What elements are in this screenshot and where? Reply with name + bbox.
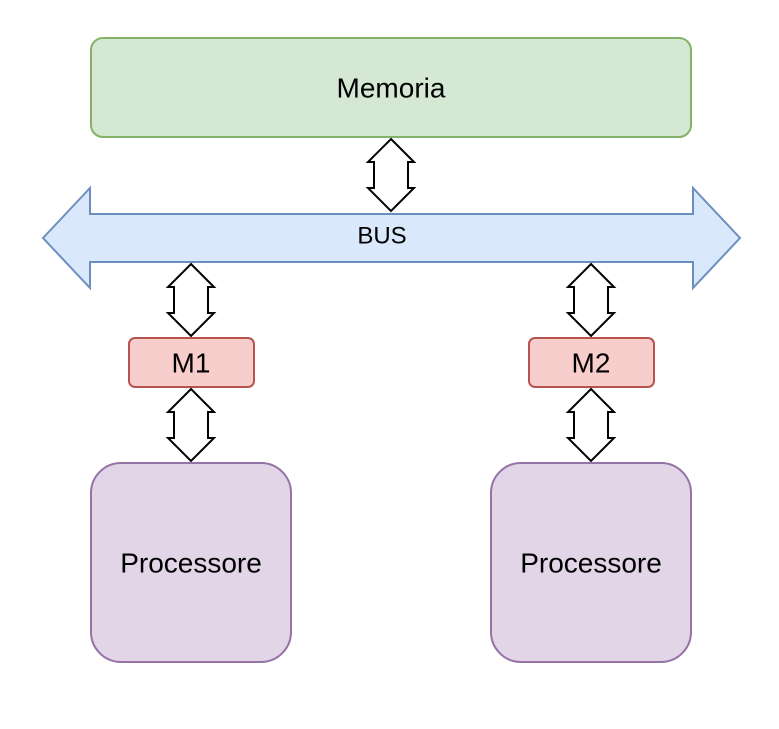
- processor-2-box: [490, 462, 692, 663]
- module-m1: M1: [128, 337, 255, 388]
- m1-processor-double-arrow: [165, 387, 217, 463]
- bus-m2-double-arrow: [565, 262, 617, 338]
- module-m2-label: M2: [572, 348, 611, 379]
- module-m2-box: [528, 337, 655, 388]
- processor-1-label: Processore: [120, 548, 262, 579]
- bus-label: BUS: [357, 223, 406, 250]
- module-m1-box: [128, 337, 255, 388]
- module-m1-label: M1: [172, 348, 211, 379]
- processor-1-box: [90, 462, 292, 663]
- memory-bus-double-arrow: [365, 137, 417, 213]
- module-m2: M2: [528, 337, 655, 388]
- processor-2-label: Processore: [520, 548, 662, 579]
- memory-box: [90, 37, 692, 138]
- bus-arrow: [41, 185, 742, 291]
- processor-2: Processore: [490, 462, 692, 663]
- bus: BUS: [41, 185, 742, 291]
- memory-label: Memoria: [337, 73, 446, 104]
- m2-processor-double-arrow: [565, 387, 617, 463]
- processor-1: Processore: [90, 462, 292, 663]
- memory-block: Memoria: [90, 37, 692, 138]
- bus-m1-double-arrow: [165, 262, 217, 338]
